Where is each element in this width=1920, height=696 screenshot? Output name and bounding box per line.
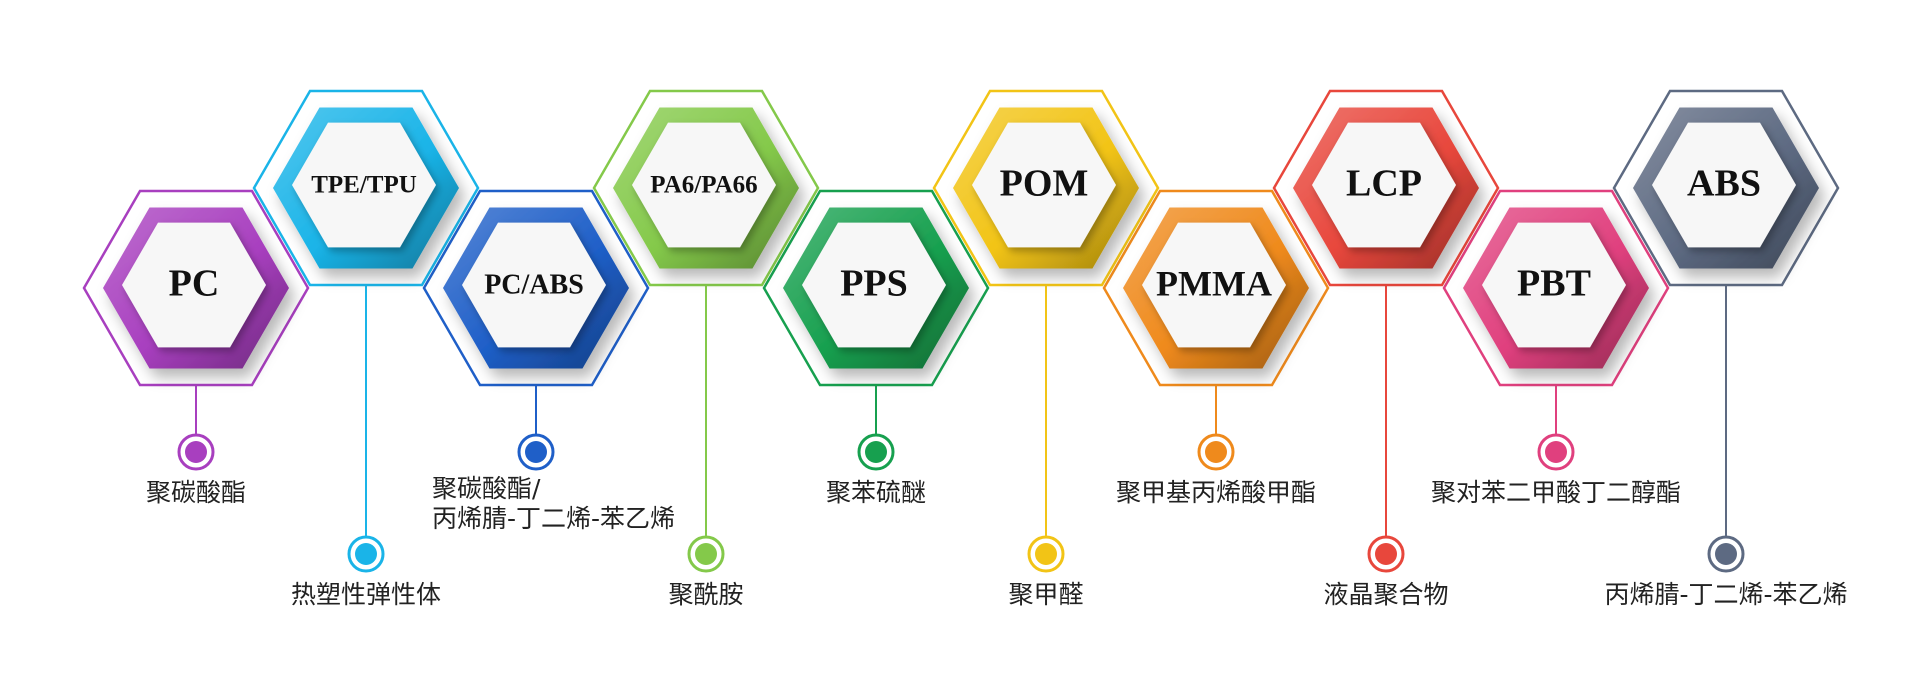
material-name: 聚甲基丙烯酸甲酯 <box>1116 477 1316 509</box>
material-code: POM <box>1000 163 1089 205</box>
material-code: PMMA <box>1156 263 1272 303</box>
hexagon-face <box>1142 222 1286 348</box>
material-code: TPE/TPU <box>311 172 417 199</box>
timeline-dot <box>857 433 895 471</box>
timeline-dot <box>1197 433 1235 471</box>
material-name-line: 聚甲基丙烯酸甲酯 <box>1115 478 1317 507</box>
material-code: PC/ABS <box>484 269 584 300</box>
material-code: ABS <box>1687 163 1761 205</box>
material-code: PBT <box>1517 263 1591 305</box>
material-name-line: 聚酰胺 <box>668 580 744 609</box>
material-name-line: 聚甲醛 <box>1008 580 1084 609</box>
timeline-dot <box>687 535 725 573</box>
timeline-dot <box>1707 535 1745 573</box>
material-name-line: 热塑性弹性体 <box>290 580 442 609</box>
hexagon-face <box>632 122 776 248</box>
hexagon-face <box>292 122 436 248</box>
material-name-line: 聚苯硫醚 <box>825 478 927 507</box>
material-name: 聚酰胺 <box>668 579 743 611</box>
material-name: 聚对苯二甲酸丁二醇酯 <box>1431 477 1681 509</box>
material-code: PA6/PA66 <box>650 172 757 199</box>
hexagon-abs: ABS <box>1612 89 1840 287</box>
hexagon-pc-abs: PC/ABS <box>422 189 650 387</box>
hexagon-face <box>1482 222 1626 348</box>
timeline-dot <box>1537 433 1575 471</box>
hexagon-face <box>972 122 1116 248</box>
hexagon-pa6-pa66: PA6/PA66 <box>592 89 820 287</box>
material-name: 液晶聚合物 <box>1323 579 1448 611</box>
material-name-line: 聚碳酸酯 <box>145 478 247 507</box>
material-name: 聚碳酸酯 <box>146 477 246 509</box>
hexagon-pbt: PBT <box>1442 189 1670 387</box>
material-name: 聚苯硫醚 <box>826 477 926 509</box>
hexagon-face <box>1652 122 1796 248</box>
timeline-dot <box>517 433 555 471</box>
hexagon-tpe-tpu: TPE/TPU <box>252 89 480 287</box>
hexagon-face <box>462 222 606 348</box>
timeline-dot <box>177 433 215 471</box>
material-name: 丙烯腈-丁二烯-苯乙烯 <box>1604 579 1847 611</box>
hexagon-pc: PC <box>82 189 310 387</box>
hexagon-pom: POM <box>932 89 1160 287</box>
material-name: 聚甲醛 <box>1008 579 1083 611</box>
timeline-dot <box>1367 535 1405 573</box>
hexagon-pps: PPS <box>762 189 990 387</box>
material-name-line: 聚对苯二甲酸丁二醇酯 <box>1430 478 1682 507</box>
material-name-line: 丙烯腈-丁二烯-苯乙烯 <box>432 504 676 533</box>
hexagon-lcp: LCP <box>1272 89 1500 287</box>
material-code: PPS <box>840 263 908 305</box>
material-name: 热塑性弹性体 <box>291 579 441 611</box>
material-name: 聚碳酸酯/丙烯腈-丁二烯-苯乙烯 <box>432 474 675 534</box>
material-code: PC <box>169 263 220 305</box>
material-name-line: 液晶聚合物 <box>1323 580 1449 609</box>
hexagon-face <box>802 222 946 348</box>
hexagon-face <box>1312 122 1456 248</box>
hexagon-pmma: PMMA <box>1102 189 1330 387</box>
material-name-line: 丙烯腈-丁二烯-苯乙烯 <box>1604 580 1848 609</box>
material-code: LCP <box>1346 163 1422 205</box>
hexagon-face <box>122 222 266 348</box>
material-name-line: 聚碳酸酯/ <box>432 474 541 503</box>
timeline-dot <box>1027 535 1065 573</box>
timeline-dot <box>347 535 385 573</box>
